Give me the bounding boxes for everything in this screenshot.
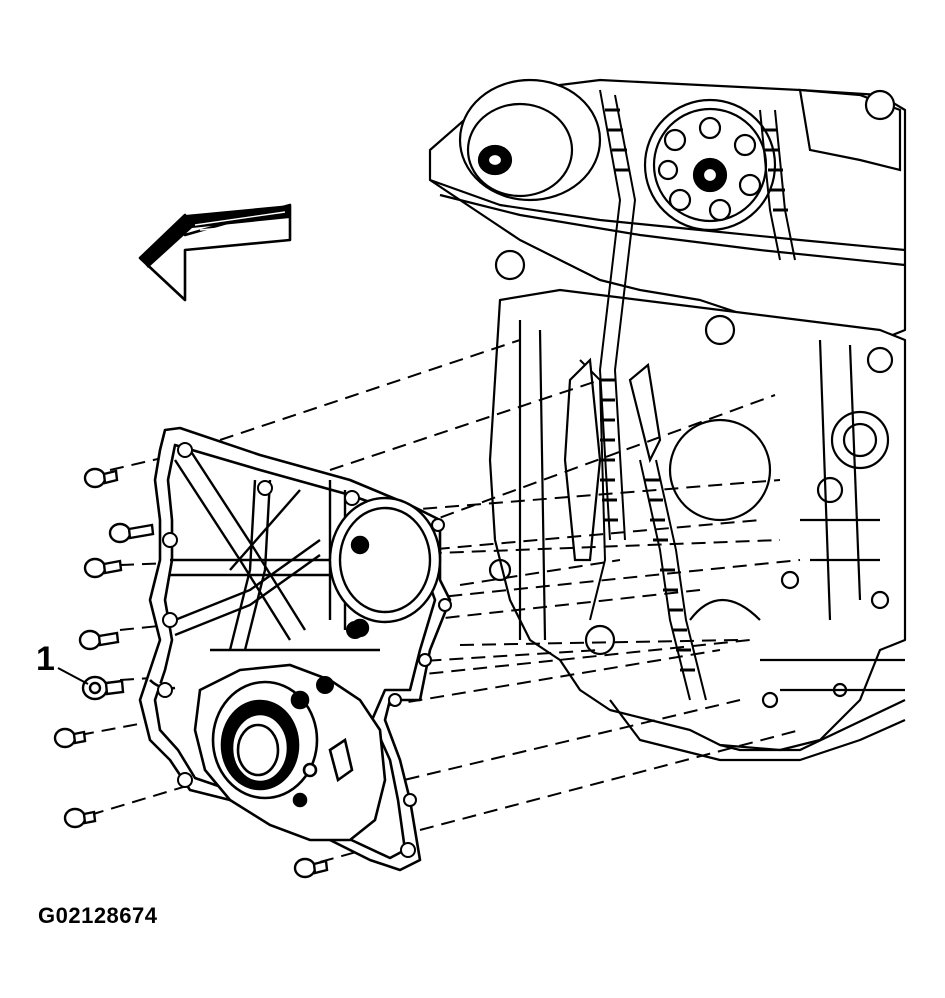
- oil-pump-housing: [149, 663, 387, 842]
- bolt-icon: [83, 557, 123, 579]
- figure-id: G02128674: [38, 903, 158, 928]
- front-arrow-icon: [138, 203, 292, 302]
- bolt-icon: [293, 857, 329, 879]
- callout-label: 1: [36, 640, 55, 678]
- chain-links: [600, 108, 788, 672]
- bolt-icon: [53, 727, 87, 749]
- chain-guides: [563, 357, 662, 562]
- water-pump-opening: [328, 496, 442, 638]
- callout-leader: [57, 667, 89, 685]
- bolt-icon: [81, 675, 125, 701]
- cover-ribs: [170, 449, 380, 652]
- timing-chain-assembly: [458, 78, 902, 232]
- bolt-icon: [108, 522, 155, 544]
- bolt-icon: [63, 807, 97, 829]
- cover-bolt-holes: [157, 442, 452, 858]
- bolt-icon: [83, 467, 119, 489]
- bolt-icon: [78, 629, 120, 651]
- bolt-icon: [53, 467, 329, 879]
